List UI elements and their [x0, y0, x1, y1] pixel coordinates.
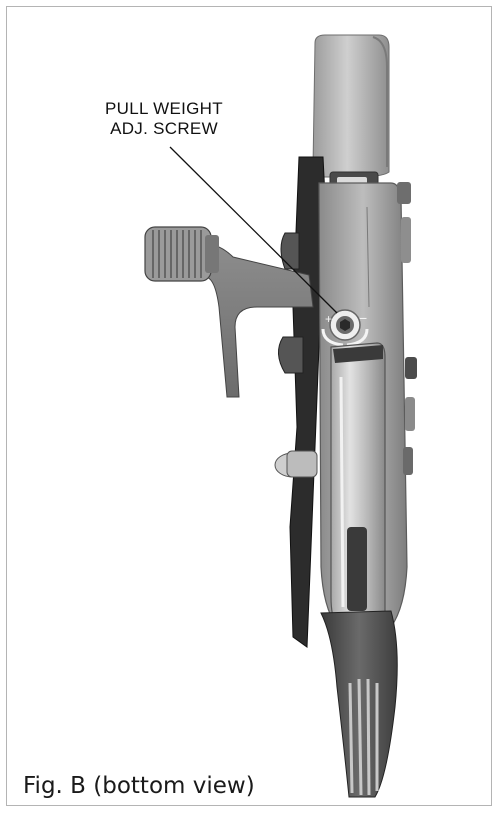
trigger-bar: [330, 342, 386, 638]
figure-caption: Fig. B (bottom view): [23, 773, 255, 799]
trigger-shoe: [320, 527, 398, 798]
callout-label: PULL WEIGHT ADJ. SCREW: [59, 99, 269, 139]
callout-line-2: ADJ. SCREW: [110, 119, 218, 138]
callout-line-1: PULL WEIGHT: [105, 99, 223, 118]
figure-frame: + − PULL WEIGHT ADJ. SCREW: [6, 6, 492, 806]
safety-lever: [144, 226, 314, 398]
svg-text:−: −: [359, 310, 367, 326]
adjustment-screw: + −: [321, 309, 369, 347]
trigger-photo: + −: [144, 34, 417, 798]
svg-text:+: +: [325, 312, 332, 326]
callout-leader: [169, 146, 338, 314]
